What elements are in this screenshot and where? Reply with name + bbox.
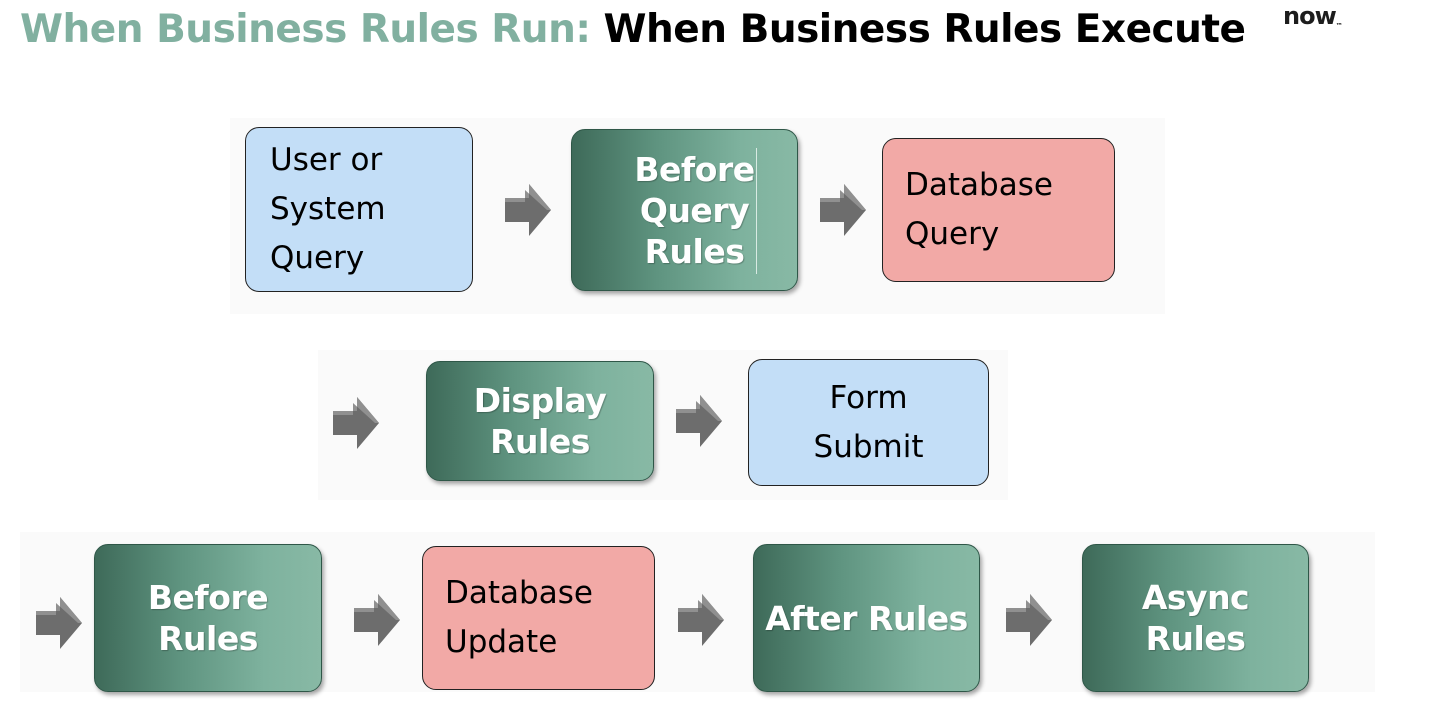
now-logo: now™ — [1283, 2, 1343, 30]
form-submit-label: Form Submit — [813, 379, 924, 465]
arrow-right-icon — [1006, 594, 1052, 646]
title-prefix: When Business Rules Run: — [20, 7, 591, 52]
after-rules-box: After Rules — [753, 544, 980, 692]
async-rules-box: Async Rules — [1082, 544, 1309, 692]
after-rules-label: After Rules — [765, 598, 968, 638]
before-query-rules-label: Before Query Rules — [634, 149, 755, 271]
display-rules-box: Display Rules — [426, 361, 654, 481]
arrow-right-icon — [676, 395, 722, 447]
before-rules-box: Before Rules — [94, 544, 322, 692]
display-rules-label: Display Rules — [473, 381, 607, 461]
before-query-rules-box: Before Query Rules — [571, 129, 798, 291]
arrow-right-icon — [820, 184, 866, 236]
logo-text: now — [1283, 2, 1337, 30]
database-update-box: Database Update — [422, 546, 655, 690]
database-query-box: Database Query — [882, 138, 1115, 282]
before-rules-label: Before Rules — [147, 578, 269, 658]
arrow-right-icon — [36, 597, 82, 649]
box-divider-line — [756, 148, 757, 274]
arrow-right-icon — [354, 594, 400, 646]
database-query-label: Database Query — [905, 167, 1053, 252]
user-or-system-query-label: User or System Query — [270, 142, 386, 276]
arrow-right-icon — [505, 184, 551, 236]
logo-trademark: ™ — [1335, 22, 1343, 30]
title-main: When Business Rules Execute — [603, 7, 1247, 52]
database-update-label: Database Update — [445, 575, 593, 660]
arrow-right-icon — [333, 397, 379, 449]
async-rules-label: Async Rules — [1141, 578, 1250, 658]
page-title: When Business Rules Run: When Business R… — [20, 4, 1246, 56]
user-or-system-query-box: User or System Query — [245, 127, 473, 292]
form-submit-box: Form Submit — [748, 359, 989, 486]
arrow-right-icon — [678, 594, 724, 646]
